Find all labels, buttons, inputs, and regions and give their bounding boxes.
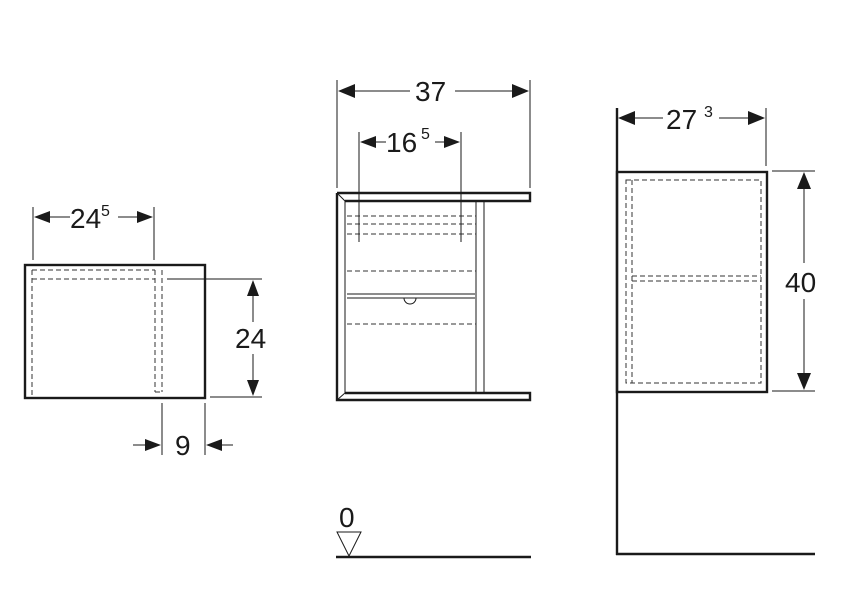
- side-view: 27 3 40: [615, 104, 816, 556]
- width-label: 37: [415, 76, 446, 107]
- width-label-superscript: 3: [704, 104, 713, 121]
- top-view-hidden-lines: [31, 269, 163, 398]
- width-label: 24: [70, 203, 101, 234]
- floor-marker: 0: [336, 502, 531, 559]
- top-view-outline: [23, 263, 207, 400]
- front-view: 37 16 5: [335, 76, 532, 402]
- height-label: 40: [785, 267, 816, 298]
- height-label: 24: [235, 323, 266, 354]
- floor-level-label: 0: [339, 502, 355, 533]
- inner-width-label: 16: [386, 127, 417, 158]
- width-label: 27: [666, 104, 697, 135]
- top-view: 24 5 24 9: [23, 203, 266, 461]
- depth-label: 9: [175, 430, 191, 461]
- inner-width-label-superscript: 5: [421, 126, 430, 143]
- width-label-superscript: 5: [101, 203, 110, 220]
